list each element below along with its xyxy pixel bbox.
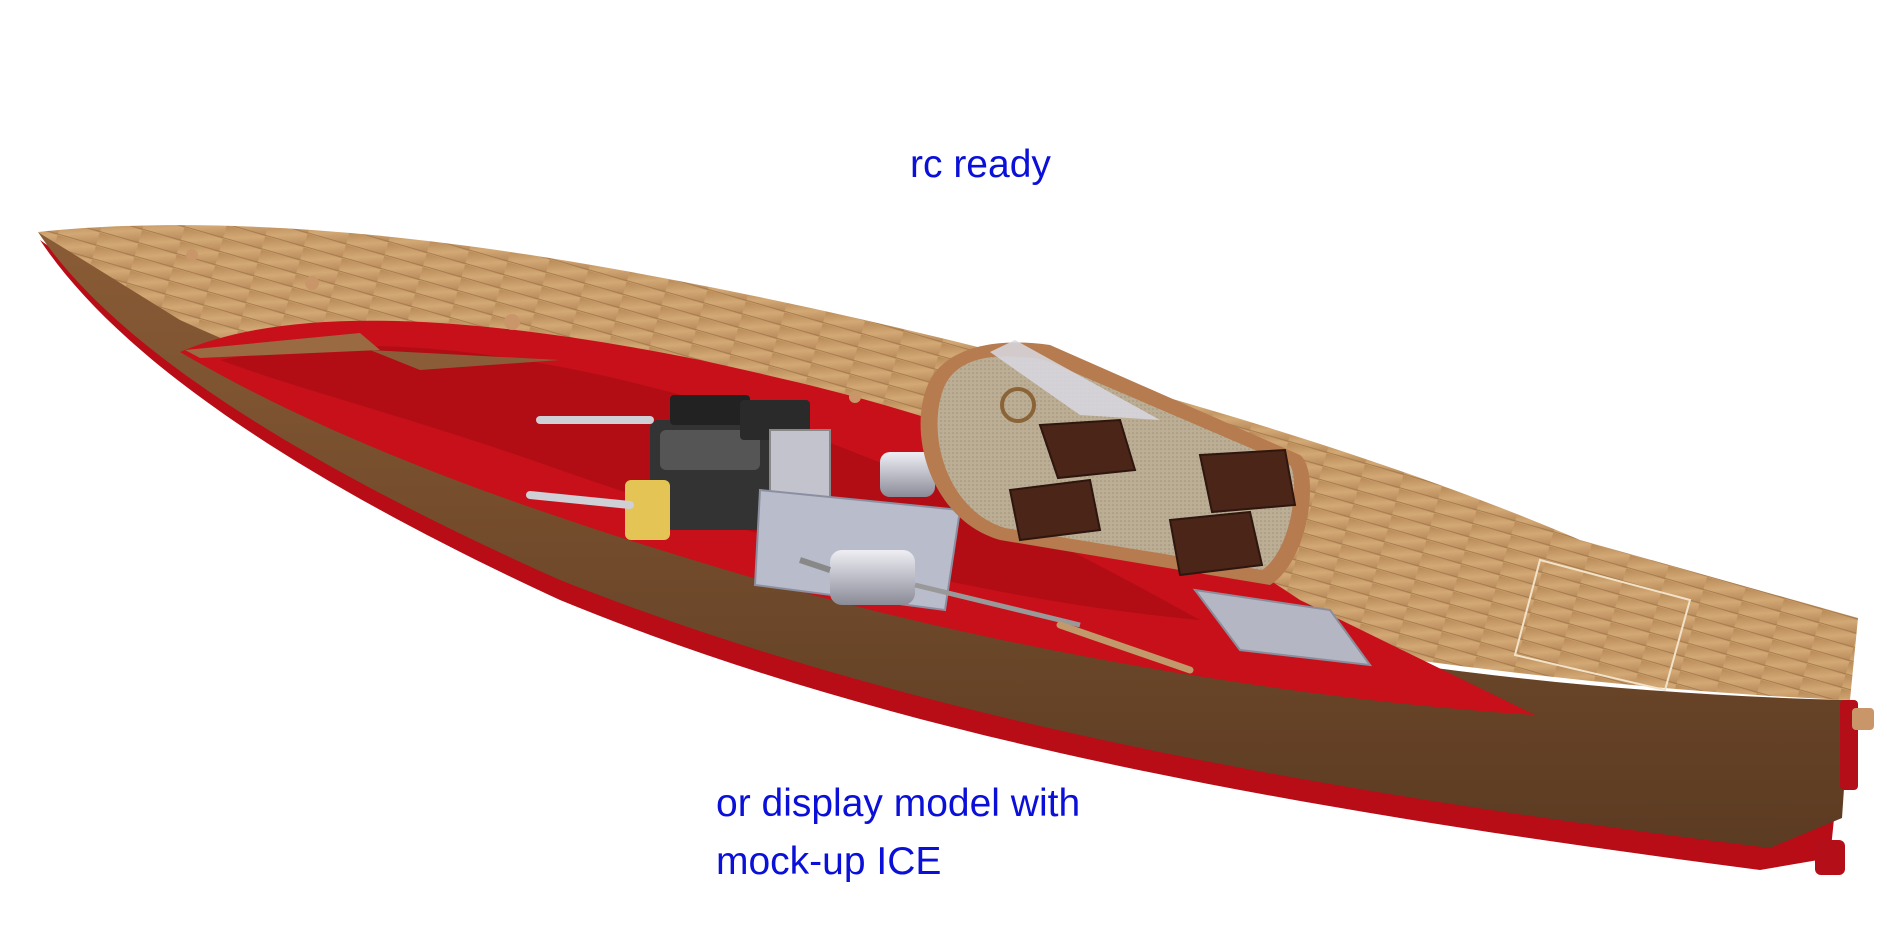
steering-wheel-icon <box>1000 387 1036 423</box>
caption-display-model-line2: mock-up ICE <box>716 840 942 883</box>
windscreen <box>990 340 1160 420</box>
caption-display-model: or display model with mock-up ICE <box>716 775 1080 891</box>
servo-tray <box>1192 588 1373 667</box>
prop-shaft <box>1056 621 1194 674</box>
electric-motor-icon <box>799 452 1081 628</box>
seat-icon <box>1008 418 1297 577</box>
rear-hatch <box>1513 558 1692 692</box>
caption-display-model-line1: or display model with <box>716 782 1081 825</box>
engine-icon <box>526 395 831 541</box>
rudder-icon <box>1815 700 1874 875</box>
deck-fitting <box>186 249 198 261</box>
bow-panel <box>185 333 380 358</box>
caption-rc-ready: rc ready <box>910 143 1051 186</box>
